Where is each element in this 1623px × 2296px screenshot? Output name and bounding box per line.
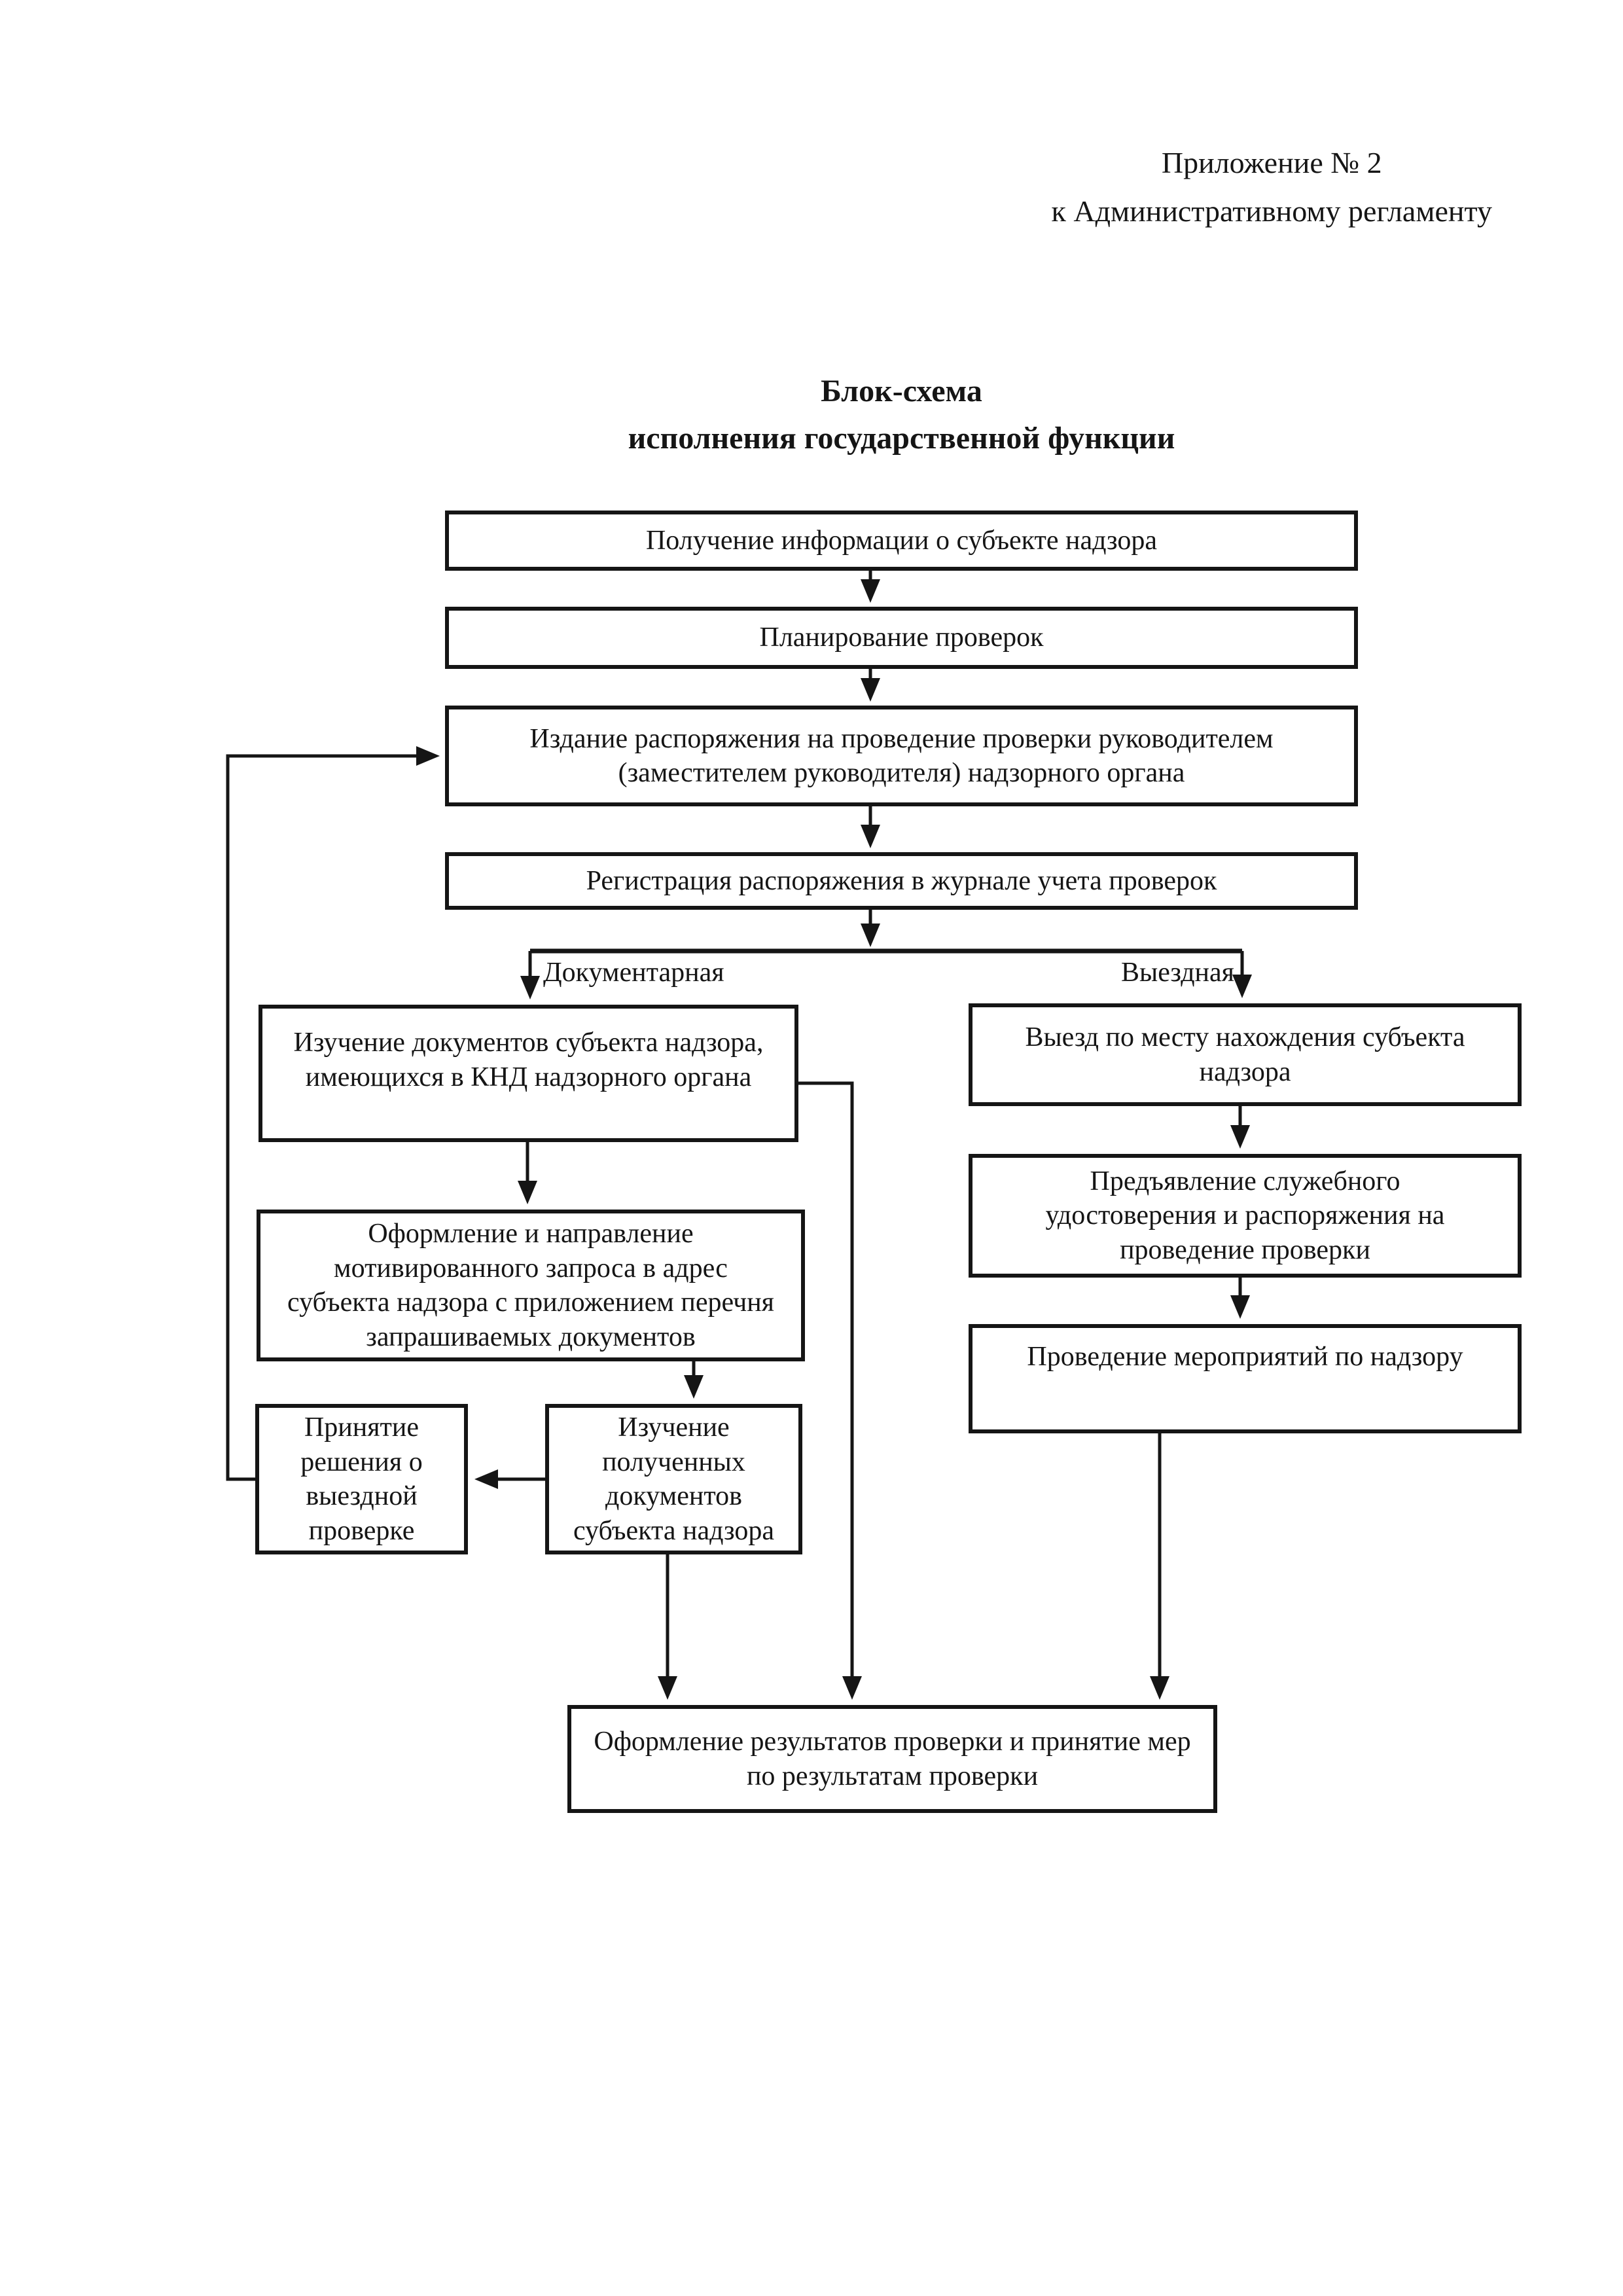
flow-node-register-order: Регистрация распоряжения в журнале учета… bbox=[445, 852, 1358, 910]
page-title-line1: Блок-схема bbox=[821, 374, 982, 408]
edge-plan-to-issue bbox=[861, 669, 880, 702]
appendix-number: Приложение № 2 bbox=[1161, 146, 1382, 179]
edge-study-to-decision bbox=[474, 1469, 545, 1489]
edge-credentials-to-conduct bbox=[1230, 1278, 1250, 1319]
label-documentary: Документарная bbox=[543, 958, 724, 988]
page-title: Блок-схема исполнения государственной фу… bbox=[445, 368, 1358, 462]
edge-issue-to-register bbox=[861, 806, 880, 848]
flow-node-send-request: Оформление и направление мотивированного… bbox=[257, 1210, 805, 1361]
edge-register-to-split bbox=[861, 910, 880, 947]
flow-node-finalize-results: Оформление результатов проверки и принят… bbox=[567, 1705, 1217, 1813]
arrowhead bbox=[861, 579, 880, 603]
flow-node-decide-field-check: Принятие решения о выездной проверке bbox=[255, 1404, 468, 1554]
arrowhead bbox=[861, 924, 880, 947]
arrowhead bbox=[842, 1676, 862, 1700]
flow-node-plan-checks: Планирование проверок bbox=[445, 607, 1358, 669]
label-field: Выездная bbox=[1120, 958, 1234, 988]
edge-knd-to-results bbox=[798, 1081, 862, 1700]
arrowhead bbox=[1150, 1676, 1169, 1700]
edge-study-to-results bbox=[658, 1554, 677, 1700]
edge-request-to-study bbox=[684, 1361, 704, 1399]
arrowhead bbox=[658, 1676, 677, 1700]
arrowhead bbox=[518, 1181, 537, 1204]
flow-node-study-received-docs: Изучение полученных документов субъекта … bbox=[545, 1404, 802, 1554]
page-title-line2: исполнения государственной функции bbox=[628, 421, 1175, 456]
edge-decision-to-issue-loop bbox=[226, 746, 440, 1481]
edge-split-to-documentary bbox=[520, 951, 540, 999]
flow-node-conduct-supervision: Проведение мероприятий по надзору bbox=[969, 1324, 1522, 1433]
flow-node-travel-to-subject: Выезд по месту нахождения субъекта надзо… bbox=[969, 1003, 1522, 1106]
arrowhead bbox=[684, 1375, 704, 1399]
arrowhead bbox=[1232, 975, 1252, 998]
appendix-header: Приложение № 2 к Административному регла… bbox=[1052, 139, 1493, 236]
edge-travel-to-credentials bbox=[1230, 1106, 1250, 1149]
edge-split-to-field bbox=[1232, 951, 1252, 998]
flow-node-present-credentials: Предъявление служебного удостоверения и … bbox=[969, 1154, 1522, 1278]
arrowhead bbox=[861, 678, 880, 702]
arrowhead bbox=[1230, 1125, 1250, 1149]
arrowhead bbox=[474, 1469, 498, 1489]
edge-receive-to-plan bbox=[861, 571, 880, 603]
arrowhead bbox=[861, 825, 880, 848]
arrowhead bbox=[520, 976, 540, 999]
appendix-reference: к Административному регламенту bbox=[1051, 194, 1493, 228]
flow-node-receive-info: Получение информации о субъекте надзора bbox=[445, 511, 1358, 571]
arrowhead bbox=[1230, 1295, 1250, 1319]
edge-knd-to-request bbox=[518, 1142, 537, 1204]
arrowhead bbox=[416, 746, 440, 766]
edge-conduct-to-results bbox=[1150, 1433, 1169, 1700]
flow-node-issue-order: Издание распоряжения на проведение прове… bbox=[445, 706, 1358, 806]
flow-node-study-knd-docs: Изучение документов субъекта надзора, им… bbox=[259, 1005, 798, 1142]
